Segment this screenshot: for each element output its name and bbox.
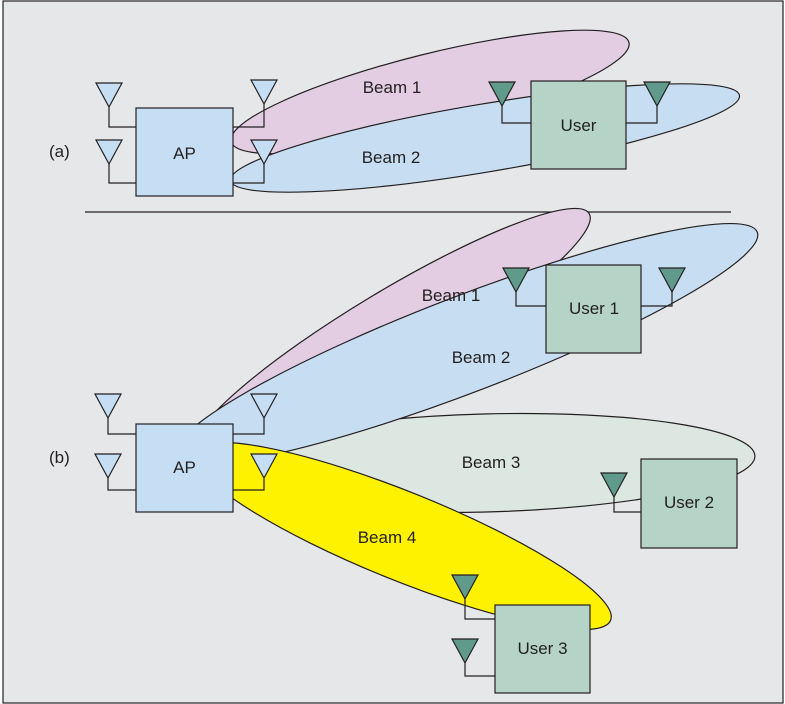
- panel-b-ap-antenna-icon: [249, 453, 279, 480]
- panel-b-user-1-antenna-icon: [657, 267, 687, 294]
- panel-a-user-antenna-icon: [487, 81, 517, 108]
- panel-b-ap-antenna-icon: [93, 453, 123, 480]
- panel-b-beam-4-label: Beam 4: [358, 528, 417, 547]
- panel-b-ap-wiring: [107, 418, 265, 491]
- panel-b-ap-antenna-icon: [249, 393, 279, 420]
- panel-a: AP User Beam 1 Beam 2 (a): [49, 29, 741, 197]
- panel-b-user-1-wiring: [515, 291, 673, 307]
- panel-a-ap-box: [135, 107, 234, 197]
- panel-b-user-3-wiring: [464, 599, 495, 677]
- panel-b-ap-antenna-icon: [93, 393, 123, 420]
- panel-b-ap-label: AP: [173, 458, 196, 477]
- panel-b-beam-2-label: Beam 2: [452, 348, 511, 367]
- panel-a-ap-antenna-icon: [94, 139, 124, 166]
- panel-b-user-2-antenna-icon: [599, 472, 629, 499]
- panel-b-user-2-label: User 2: [664, 493, 714, 512]
- panel-a-ap-antenna-icon: [249, 139, 279, 166]
- panel-a-ap-wiring: [108, 104, 265, 184]
- panel-a-user-box: [530, 80, 627, 170]
- panel-b-user-3-antenna-icon: [450, 574, 480, 601]
- panel-b-user-3-label: User 3: [517, 639, 567, 658]
- panel-a-user-antenna-icon: [642, 81, 672, 108]
- panel-b-user-2-wiring: [613, 497, 641, 513]
- panel-b-label: (b): [49, 448, 70, 467]
- panel-a-ap-label: AP: [173, 144, 196, 163]
- panel-b-beam-1-label: Beam 1: [422, 286, 481, 305]
- panel-b-user-1-label: User 1: [569, 299, 619, 318]
- panel-a-user-wiring: [501, 104, 658, 124]
- panel-b-user-1-box: [545, 264, 642, 354]
- panel-b: AP User 1 User 2 User 3 Beam 1 Beam 2 Be…: [49, 207, 759, 694]
- panel-b-user-2-box: [640, 458, 738, 549]
- panel-a-beam-2-label: Beam 2: [362, 148, 421, 167]
- panel-a-beam-1-label: Beam 1: [363, 78, 422, 97]
- panel-b-user-1-antenna-icon: [501, 267, 531, 294]
- panel-a-ap-antenna-icon: [94, 82, 124, 109]
- panel-b-user-3-box: [494, 604, 591, 694]
- panel-a-ap-antenna-icon: [249, 79, 279, 106]
- panel-a-label: (a): [49, 142, 70, 161]
- panel-b-user-3-antenna-icon: [450, 638, 480, 665]
- panel-a-user-label: User: [561, 116, 597, 135]
- panel-b-ap-box: [135, 423, 234, 513]
- panel-b-beam-3-label: Beam 3: [462, 453, 521, 472]
